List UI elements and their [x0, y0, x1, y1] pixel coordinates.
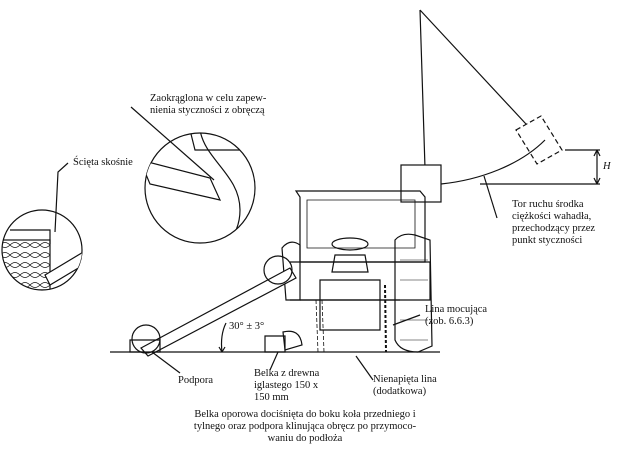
label-slack-rope-line-2: (dodatkowa) — [373, 386, 427, 397]
label-rounded-line-1: Zaokrąglona w celu zapew- — [150, 93, 267, 104]
timber-beam — [140, 267, 297, 357]
label-rope-line-1: Lina mocująca — [425, 304, 488, 315]
pendulum-weight — [400, 164, 442, 203]
label-slack-rope-line-1: Nienapięta lina — [373, 374, 437, 385]
support-block — [129, 339, 161, 353]
label-rounded: Zaokrąglona w celu zapew- nienia styczno… — [150, 93, 266, 117]
label-beam-line-2: iglastego 150 x — [254, 380, 319, 391]
beveled-detail — [2, 229, 82, 290]
steering-wheel — [331, 237, 369, 251]
label-rounded-line-2: nienia styczności z obręczą — [150, 105, 265, 116]
label-beam-line-1: Belka z drewna — [254, 368, 320, 379]
pendulum-displaced — [515, 115, 563, 165]
label-trajectory-line-3: przechodzący przez — [512, 223, 596, 234]
label-trajectory: Tor ruchu środka ciężkości wahadła, prze… — [512, 199, 595, 247]
caption: Belka oporowa dociśnięta do boku koła pr… — [165, 409, 445, 445]
label-trajectory-line-4: punkt styczności — [512, 235, 583, 246]
caption-line-2: tylnego oraz podpora klinująca obręcz po… — [193, 421, 417, 432]
caption-line-1: Belka oporowa dociśnięta do boku koła pr… — [194, 409, 416, 420]
trajectory-arc — [440, 139, 546, 185]
anchor-rope — [384, 284, 387, 353]
detail-circle-ref-1 — [131, 324, 161, 354]
detail-circle-ref-2 — [263, 255, 293, 285]
caption-line-3: waniu do podłoża — [267, 433, 343, 444]
slack-rope — [315, 299, 325, 353]
rounded-detail — [145, 133, 241, 243]
label-rope: Lina mocująca (zob. 6.6.3) — [425, 304, 487, 328]
label-trajectory-line-2: ciężkości wahadła, — [512, 211, 592, 222]
label-support: Podpora — [178, 375, 213, 386]
label-beam-line-3: 150 mm — [254, 392, 289, 403]
pendulum-rod — [419, 9, 527, 169]
label-height: H — [603, 161, 611, 172]
label-angle: 30° ± 3° — [229, 321, 265, 332]
label-beam: Belka z drewna iglastego 150 x 150 mm — [254, 368, 319, 404]
label-beveled: Ścięta skośnie — [73, 157, 133, 168]
angle-arc — [220, 322, 227, 353]
height-dimension — [480, 149, 600, 185]
label-slack-rope: Nienapięta lina (dodatkowa) — [373, 374, 437, 398]
rear-tyre — [394, 233, 433, 353]
label-trajectory-line-1: Tor ruchu środka — [512, 199, 584, 210]
front-tyre — [281, 241, 301, 301]
label-rope-line-2: (zob. 6.6.3) — [425, 316, 474, 327]
